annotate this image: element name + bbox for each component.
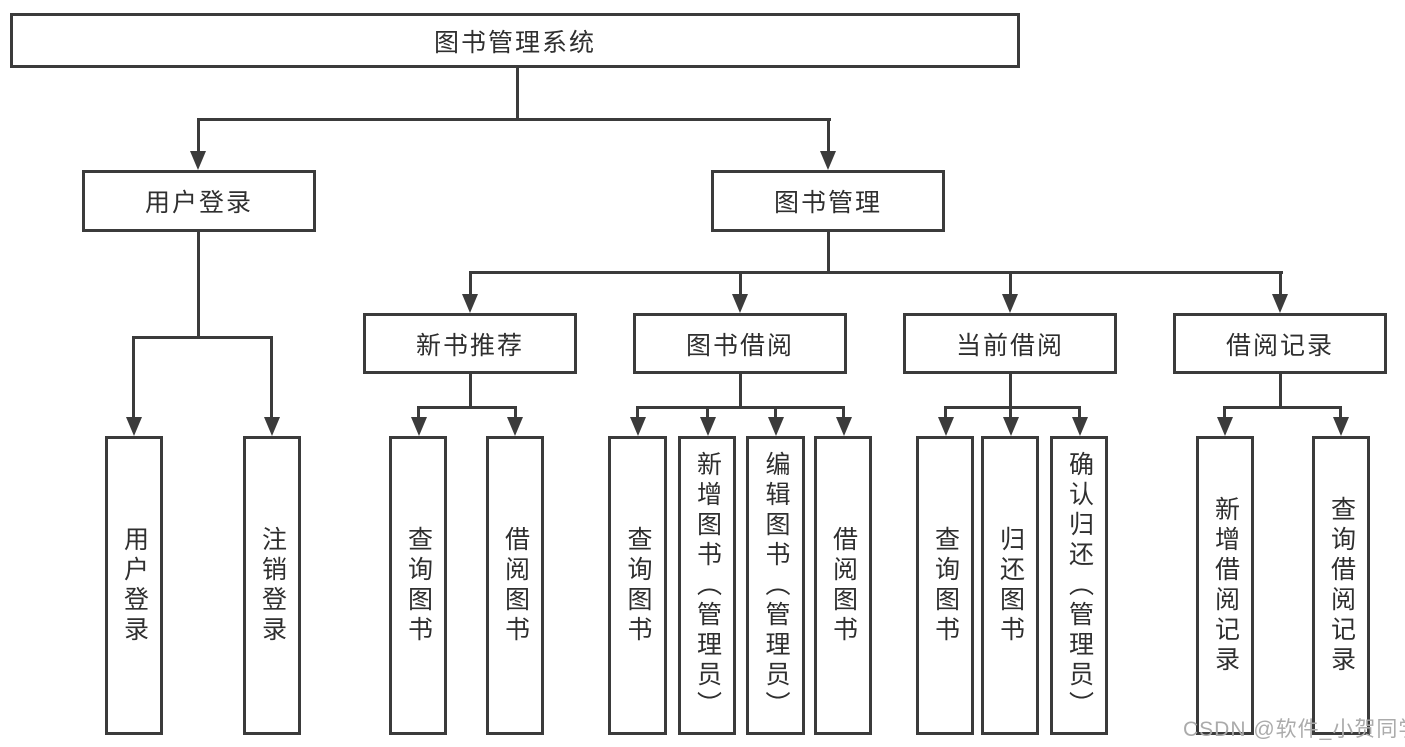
arrow-down-icon [836, 417, 852, 436]
node-book-mgmt-label: 图书管理 [773, 189, 882, 217]
leaf-nb-query-books-label: 查询图书 [404, 525, 433, 646]
arrow-down-icon [1003, 417, 1019, 436]
connector-root-stem [516, 68, 519, 118]
arrow-down-icon [1002, 294, 1018, 313]
connector-book-mgmt-stem [827, 118, 830, 153]
leaf-cur-confirm-return-admin-label: 确认归还（管理员） [1065, 450, 1094, 721]
leaf-rec-query-record: 查询借阅记录 [1312, 436, 1370, 735]
leaf-cur-query-books-label: 查询图书 [931, 525, 960, 646]
connector-current-rail [944, 406, 1081, 409]
arrow-down-icon [768, 417, 784, 436]
csdn-watermark: CSDN @软件_小贺同学 [1183, 718, 1405, 741]
node-new-books-label: 新书推荐 [415, 331, 524, 360]
connector-root-rail [197, 118, 831, 121]
leaf-bw-edit-books-admin: 编辑图书（管理员） [746, 436, 805, 735]
arrow-down-icon [700, 417, 716, 436]
leaf-user-login-label: 用户登录 [120, 525, 149, 646]
node-borrowing-label: 图书借阅 [685, 331, 794, 360]
leaf-nb-borrow-books-label: 借阅图书 [501, 525, 530, 646]
connector-bw-borrow-stem [842, 406, 845, 419]
node-book-mgmt: 图书管理 [711, 170, 945, 232]
connector-current-stem [1009, 271, 1012, 296]
leaf-rec-add-record: 新增借阅记录 [1196, 436, 1254, 735]
connector-records-rail [1223, 406, 1342, 409]
leaf-bw-add-books-admin-label: 新增图书（管理员） [693, 450, 722, 721]
connector-user-login-stem [197, 118, 200, 153]
leaf-bw-borrow-books-label: 借阅图书 [829, 525, 858, 646]
node-root-label: 图书管理系统 [433, 28, 596, 57]
leaf-user-login: 用户登录 [105, 436, 163, 735]
node-current-label: 当前借阅 [955, 331, 1064, 360]
node-root-system: 图书管理系统 [10, 13, 1020, 68]
leaf-bw-borrow-books: 借阅图书 [814, 436, 872, 735]
arrow-down-icon [190, 151, 206, 170]
connector-new-books-rail [417, 406, 517, 409]
leaf-rec-add-record-label: 新增借阅记录 [1211, 495, 1240, 676]
node-user-login-label: 用户登录 [144, 189, 253, 217]
leaf-rec-query-record-label: 查询借阅记录 [1327, 495, 1356, 676]
leaf-nb-query-books: 查询图书 [389, 436, 447, 735]
connector-book-mgmt-rail [469, 271, 1283, 274]
leaf-cur-return-books: 归还图书 [981, 436, 1039, 735]
connector-records-down [1279, 374, 1282, 408]
connector-user-login-rail [132, 336, 273, 339]
connector-records-stem [1279, 271, 1282, 296]
connector-user-login-down [197, 232, 200, 336]
connector-ul-logout-stem [270, 336, 273, 418]
arrow-down-icon [732, 294, 748, 313]
node-records: 借阅记录 [1173, 313, 1387, 374]
arrow-down-icon [507, 417, 523, 436]
connector-nb-borrow-stem [514, 406, 517, 419]
arrow-down-icon [1072, 417, 1088, 436]
connector-bw-query-stem [636, 406, 639, 419]
connector-cur-query-stem [944, 406, 947, 419]
node-current: 当前借阅 [903, 313, 1117, 374]
arrow-down-icon [1272, 294, 1288, 313]
node-new-books: 新书推荐 [363, 313, 577, 374]
connector-borrowing-down [739, 374, 742, 408]
arrow-down-icon [126, 417, 142, 436]
leaf-logout: 注销登录 [243, 436, 301, 735]
leaf-bw-add-books-admin: 新增图书（管理员） [678, 436, 736, 735]
leaf-cur-query-books: 查询图书 [916, 436, 974, 735]
connector-borrowing-rail [636, 406, 845, 409]
arrow-down-icon [630, 417, 646, 436]
connector-book-mgmt-down [827, 232, 830, 274]
arrow-down-icon [938, 417, 954, 436]
arrow-down-icon [462, 294, 478, 313]
connector-bw-edit-stem [774, 406, 777, 419]
connector-rec-query-stem [1339, 406, 1342, 419]
connector-bw-add-stem [706, 406, 709, 419]
leaf-logout-label: 注销登录 [258, 525, 287, 646]
connector-new-books-stem [469, 271, 472, 296]
node-user-login: 用户登录 [82, 170, 316, 232]
leaf-cur-confirm-return-admin: 确认归还（管理员） [1050, 436, 1108, 735]
connector-cur-return-stem [1009, 406, 1012, 419]
arrow-down-icon [411, 417, 427, 436]
connector-cur-confirm-stem [1078, 406, 1081, 419]
connector-rec-add-stem [1223, 406, 1226, 419]
connector-borrowing-stem [739, 271, 742, 296]
connector-new-books-down [469, 374, 472, 408]
connector-ul-login-stem [132, 336, 135, 418]
node-borrowing: 图书借阅 [633, 313, 847, 374]
leaf-bw-query-books-label: 查询图书 [624, 525, 652, 646]
node-records-label: 借阅记录 [1225, 331, 1334, 360]
arrow-down-icon [1333, 417, 1349, 436]
connector-current-down [1009, 374, 1012, 408]
arrow-down-icon [1217, 417, 1233, 436]
leaf-cur-return-books-label: 归还图书 [996, 525, 1025, 646]
connector-nb-query-stem [417, 406, 420, 419]
arrow-down-icon [820, 151, 836, 170]
leaf-nb-borrow-books: 借阅图书 [486, 436, 544, 735]
leaf-bw-query-books: 查询图书 [608, 436, 667, 735]
leaf-bw-edit-books-admin-label: 编辑图书（管理员） [762, 450, 790, 721]
arrow-down-icon [264, 417, 280, 436]
